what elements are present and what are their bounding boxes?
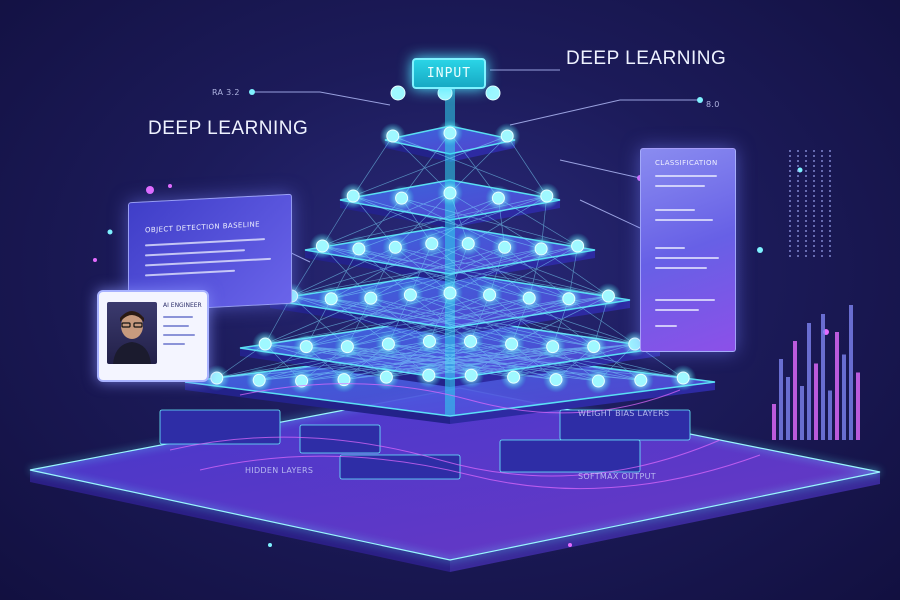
network-node	[634, 373, 648, 387]
network-node	[340, 340, 354, 354]
layer-stack	[184, 85, 716, 424]
network-node	[379, 370, 393, 384]
network-node	[464, 368, 478, 382]
network-node	[443, 126, 457, 140]
network-node	[346, 189, 360, 203]
right-info-panel: CLASSIFICATION	[640, 148, 736, 352]
person-avatar-icon	[107, 302, 157, 364]
label-base-left: HIDDEN LAYERS	[245, 466, 314, 475]
network-node	[628, 337, 642, 351]
label-top-right: 8.0	[706, 100, 720, 109]
network-node	[562, 292, 576, 306]
network-node	[315, 239, 329, 253]
title-deep-learning-left: DEEP LEARNING	[148, 118, 309, 139]
label-base-right: WEIGHT BIAS LAYERS	[578, 409, 670, 418]
network-node	[571, 239, 585, 253]
network-node	[534, 242, 548, 256]
network-node	[591, 374, 605, 388]
network-node	[601, 289, 615, 303]
callout-lines	[255, 69, 700, 263]
network-node	[522, 291, 536, 305]
network-node	[386, 129, 400, 143]
network-node	[422, 334, 436, 348]
network-node	[425, 237, 439, 251]
label-base-center: SOFTMAX OUTPUT	[578, 472, 656, 481]
network-node	[507, 370, 521, 384]
profile-name: AI ENGINEER	[163, 302, 202, 309]
network-node	[210, 371, 224, 385]
network-node	[505, 337, 519, 351]
network-node	[485, 85, 501, 101]
network-node	[252, 373, 266, 387]
network-node	[388, 240, 402, 254]
particles	[93, 89, 829, 547]
network-node	[390, 85, 406, 101]
right-panel-title: CLASSIFICATION	[655, 159, 718, 167]
network-node	[464, 334, 478, 348]
network-node	[676, 371, 690, 385]
network-node	[483, 288, 497, 302]
bar-chart-icon	[772, 150, 860, 440]
left-panel-title: OBJECT DETECTION BASELINE	[145, 220, 260, 235]
network-node	[461, 237, 475, 251]
network-node	[258, 337, 272, 351]
title-deep-learning-right: DEEP LEARNING	[566, 48, 727, 69]
network-node	[443, 286, 457, 300]
input-node-icon: INPUT	[412, 58, 486, 89]
network-node	[395, 191, 409, 205]
network-node	[364, 291, 378, 305]
network-node	[337, 373, 351, 387]
network-node	[546, 340, 560, 354]
network-node	[403, 288, 417, 302]
network-node	[352, 242, 366, 256]
base-blocks	[159, 409, 691, 480]
network-node	[587, 340, 601, 354]
label-top-left: RA 3.2	[212, 88, 240, 97]
network-node	[299, 340, 313, 354]
network-node	[324, 292, 338, 306]
network-node	[422, 368, 436, 382]
network-node	[491, 191, 505, 205]
network-node	[295, 374, 309, 388]
network-node	[549, 373, 563, 387]
network-node	[540, 189, 554, 203]
network-node	[381, 337, 395, 351]
network-node	[498, 240, 512, 254]
network-node	[443, 186, 457, 200]
profile-card: AI ENGINEER	[97, 290, 209, 382]
data-flow-lines	[169, 383, 761, 490]
network-node	[500, 129, 514, 143]
